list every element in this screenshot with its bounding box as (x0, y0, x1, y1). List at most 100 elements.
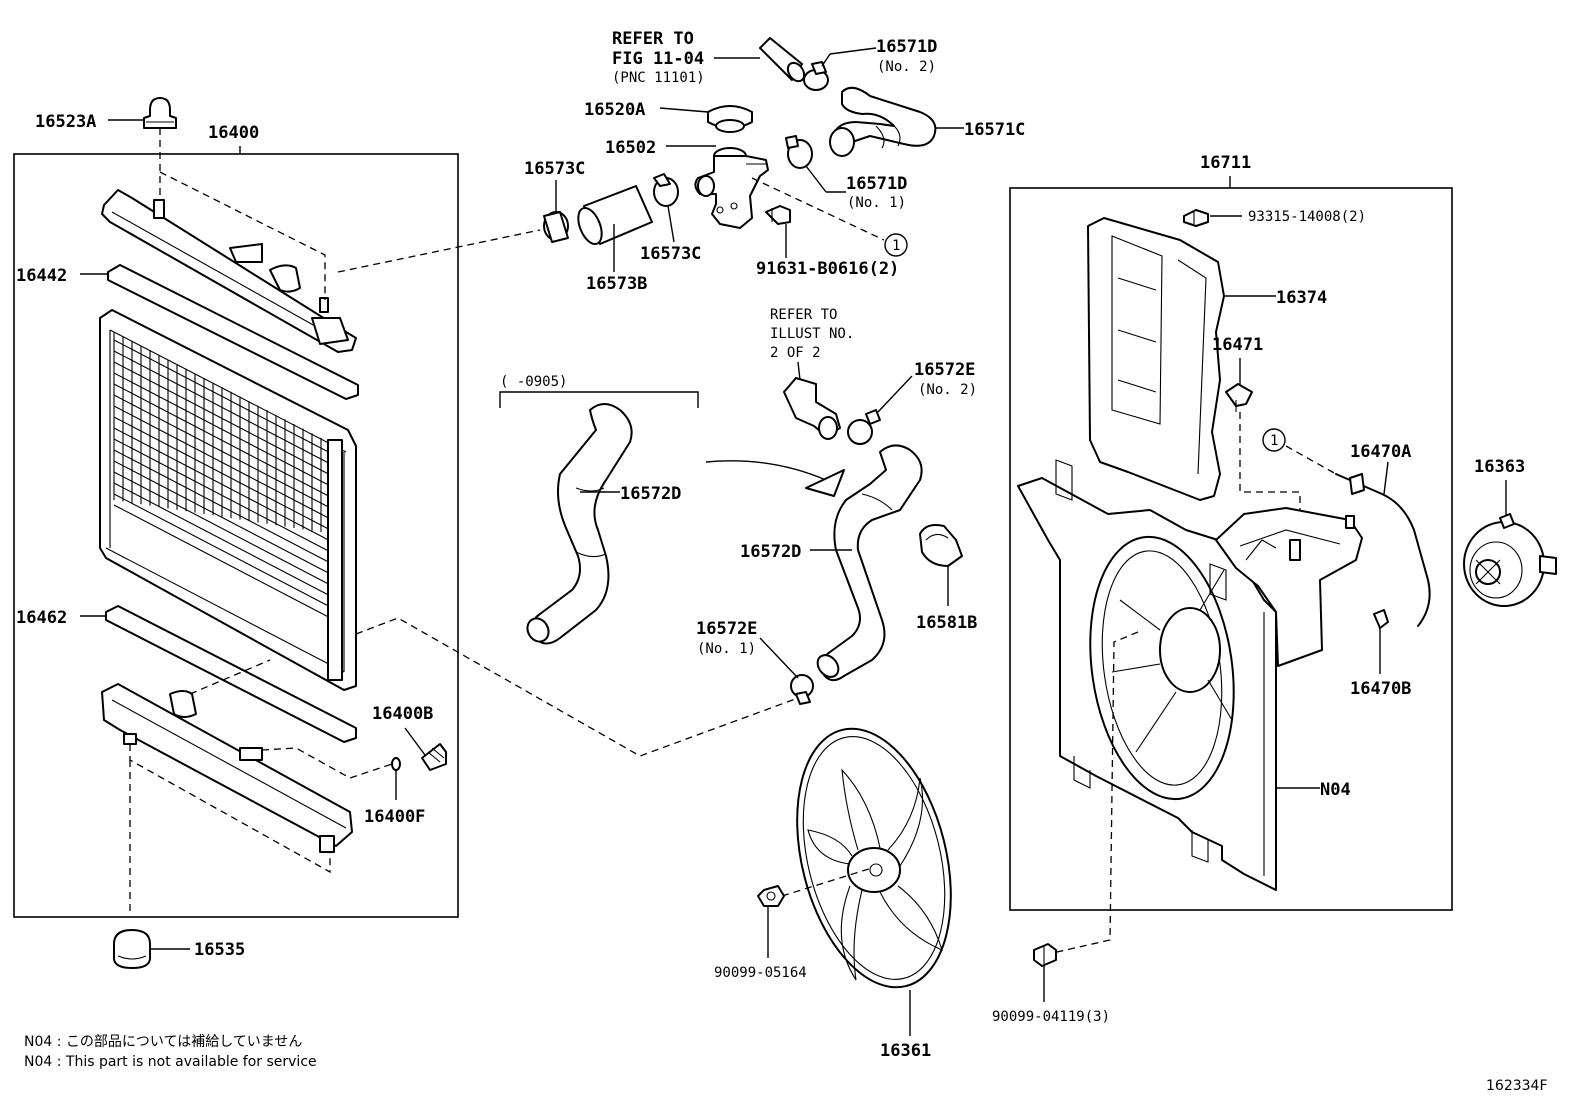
radiator-upper-tank-part (101, 189, 357, 353)
upper-tank-gasket-part (107, 264, 359, 400)
label-16502: 16502 (605, 138, 656, 158)
label-16573C-left: 16573C (524, 159, 585, 179)
label-16470B: 16470B (1350, 679, 1411, 699)
label-16571D-no1: 16571D (846, 174, 907, 194)
radiator-group: 16523A 16400 16442 16462 16400B 16400F 1… (13, 97, 541, 969)
label-16711: 16711 (1200, 153, 1251, 173)
clamp-16572E-no1-part (790, 674, 814, 705)
label-90099-04119: 90099-04119(3) (992, 1009, 1110, 1025)
shroud-group: 16711 93315-14008(2) 16374 16471 (992, 153, 1453, 1025)
filler-group: REFER TO FIG 11-04 (PNC 11101) 16571D (N… (524, 29, 1025, 294)
label-93315: 93315-14008(2) (1248, 209, 1366, 225)
refer-illust-line3: 2 OF 2 (770, 345, 821, 361)
label-16374: 16374 (1276, 288, 1327, 308)
radiator-cap-part (707, 105, 753, 133)
lower-tank-gasket-part (105, 605, 357, 743)
label-16571D-no1-sub: (No. 1) (847, 195, 906, 211)
radiator-lower-cushion-part (113, 929, 151, 969)
label-16400: 16400 (208, 123, 259, 143)
range-label: ( -0905) (500, 374, 567, 390)
fan-16361-part (796, 727, 952, 989)
hose-16572D-right-part (816, 444, 923, 682)
clamp-16573C-left-part (543, 211, 569, 243)
label-16361: 16361 (880, 1041, 931, 1061)
hose-16573B-part (577, 185, 653, 246)
clip-16471-part (1225, 383, 1253, 412)
clamp-16571D-no1-part (785, 135, 813, 169)
radiator-fin-horizontal (113, 361, 341, 481)
leader-shroud-bolt (1047, 631, 1139, 955)
radiator-fin-horizontal (113, 460, 341, 580)
lower-hose-group: ( -0905) 16572D REFER TO ILLUST NO. 2 OF… (499, 307, 977, 705)
air-guide-16374-part (1087, 217, 1225, 501)
label-16573B: 16573B (586, 274, 647, 294)
label-16400F: 16400F (364, 807, 425, 827)
radiator-fin-horizontal (113, 339, 341, 459)
ref-circle-1-top (884, 233, 908, 257)
fan-shroud-part (1017, 459, 1277, 891)
label-16462: 16462 (16, 608, 67, 628)
fan-motor-16363-part (1463, 513, 1557, 607)
refer-illust-line2: ILLUST NO. (770, 326, 854, 342)
bolt-91631-part (765, 205, 791, 225)
figure-id: 162334F (1486, 1078, 1548, 1094)
note-japanese: N04 : この部品については補給していません (24, 1034, 302, 1050)
label-91631: 91631-B0616(2) (756, 259, 899, 279)
label-16471: 16471 (1212, 335, 1263, 355)
engine-pipe-part (759, 37, 806, 83)
radiator-hose-upper-part (829, 86, 937, 157)
ref-circle-1-top-num: 1 (892, 238, 900, 254)
radiator-assembly-frame (13, 153, 459, 918)
refer-fig-line1: REFER TO (612, 29, 694, 49)
label-16363: 16363 (1474, 457, 1525, 477)
radiator-fin-horizontal (113, 416, 341, 536)
label-16572E-no2: 16572E (914, 360, 975, 380)
nut-90099-05164-part (757, 885, 785, 907)
label-16400B: 16400B (372, 704, 433, 724)
bolt-93315-part (1183, 209, 1209, 227)
ref-circle-1-right (1262, 428, 1286, 452)
clamp-16573C-right-part (653, 173, 679, 207)
clamp-16572E-no2-part (847, 409, 881, 445)
label-90099-05164: 90099-05164 (714, 965, 807, 981)
label-16572E-no1-sub: (No. 1) (697, 641, 756, 657)
label-16470A: 16470A (1350, 442, 1411, 462)
drain-oring-part (391, 757, 401, 771)
drain-cock-part (421, 743, 447, 771)
radiator-fin-horizontal (113, 493, 341, 613)
label-16581B: 16581B (916, 613, 977, 633)
label-N04: N04 (1320, 780, 1351, 800)
clamp-16470B-part (1373, 609, 1389, 629)
label-16572E-no2-sub: (No. 2) (918, 382, 977, 398)
radiator-lower-tank-part (101, 683, 353, 853)
radiator-fin-horizontal (113, 394, 341, 514)
shroud-assembly-frame (1009, 187, 1453, 911)
label-16572D-left: 16572D (620, 484, 681, 504)
refer-fig-line2: FIG 11-04 (612, 49, 704, 69)
ref-circle-1-right-num: 1 (1270, 433, 1278, 449)
label-16442: 16442 (16, 266, 67, 286)
label-16571D-no2-sub: (No. 2) (877, 59, 936, 75)
radiator-fin-horizontal (113, 427, 341, 547)
note-english: N04 : This part is not available for ser… (24, 1054, 317, 1070)
label-16572E-no1: 16572E (696, 619, 757, 639)
bolt-90099-04119-part (1033, 943, 1057, 967)
reserve-tank-part (1215, 507, 1363, 667)
radiator-fin-horizontal (113, 471, 341, 591)
radiator-fin-horizontal (113, 383, 341, 503)
overflow-hose-16470A-part (1335, 473, 1431, 627)
radiator-fin-horizontal (113, 372, 341, 492)
label-16571D-no2: 16571D (876, 37, 937, 57)
fan-group: 90099-05164 16361 (714, 727, 952, 1061)
hose-16572D-left-part (526, 403, 633, 645)
clamp-16581B-part (919, 524, 963, 567)
label-16535: 16535 (194, 940, 245, 960)
radiator-fin-horizontal (113, 504, 341, 624)
radiator-fin-horizontal (113, 438, 341, 558)
radiator-core-part (99, 309, 357, 691)
label-16573C-right: 16573C (640, 244, 701, 264)
refer-fig-line3: (PNC 11101) (612, 70, 705, 86)
filler-neck-part (694, 147, 769, 229)
